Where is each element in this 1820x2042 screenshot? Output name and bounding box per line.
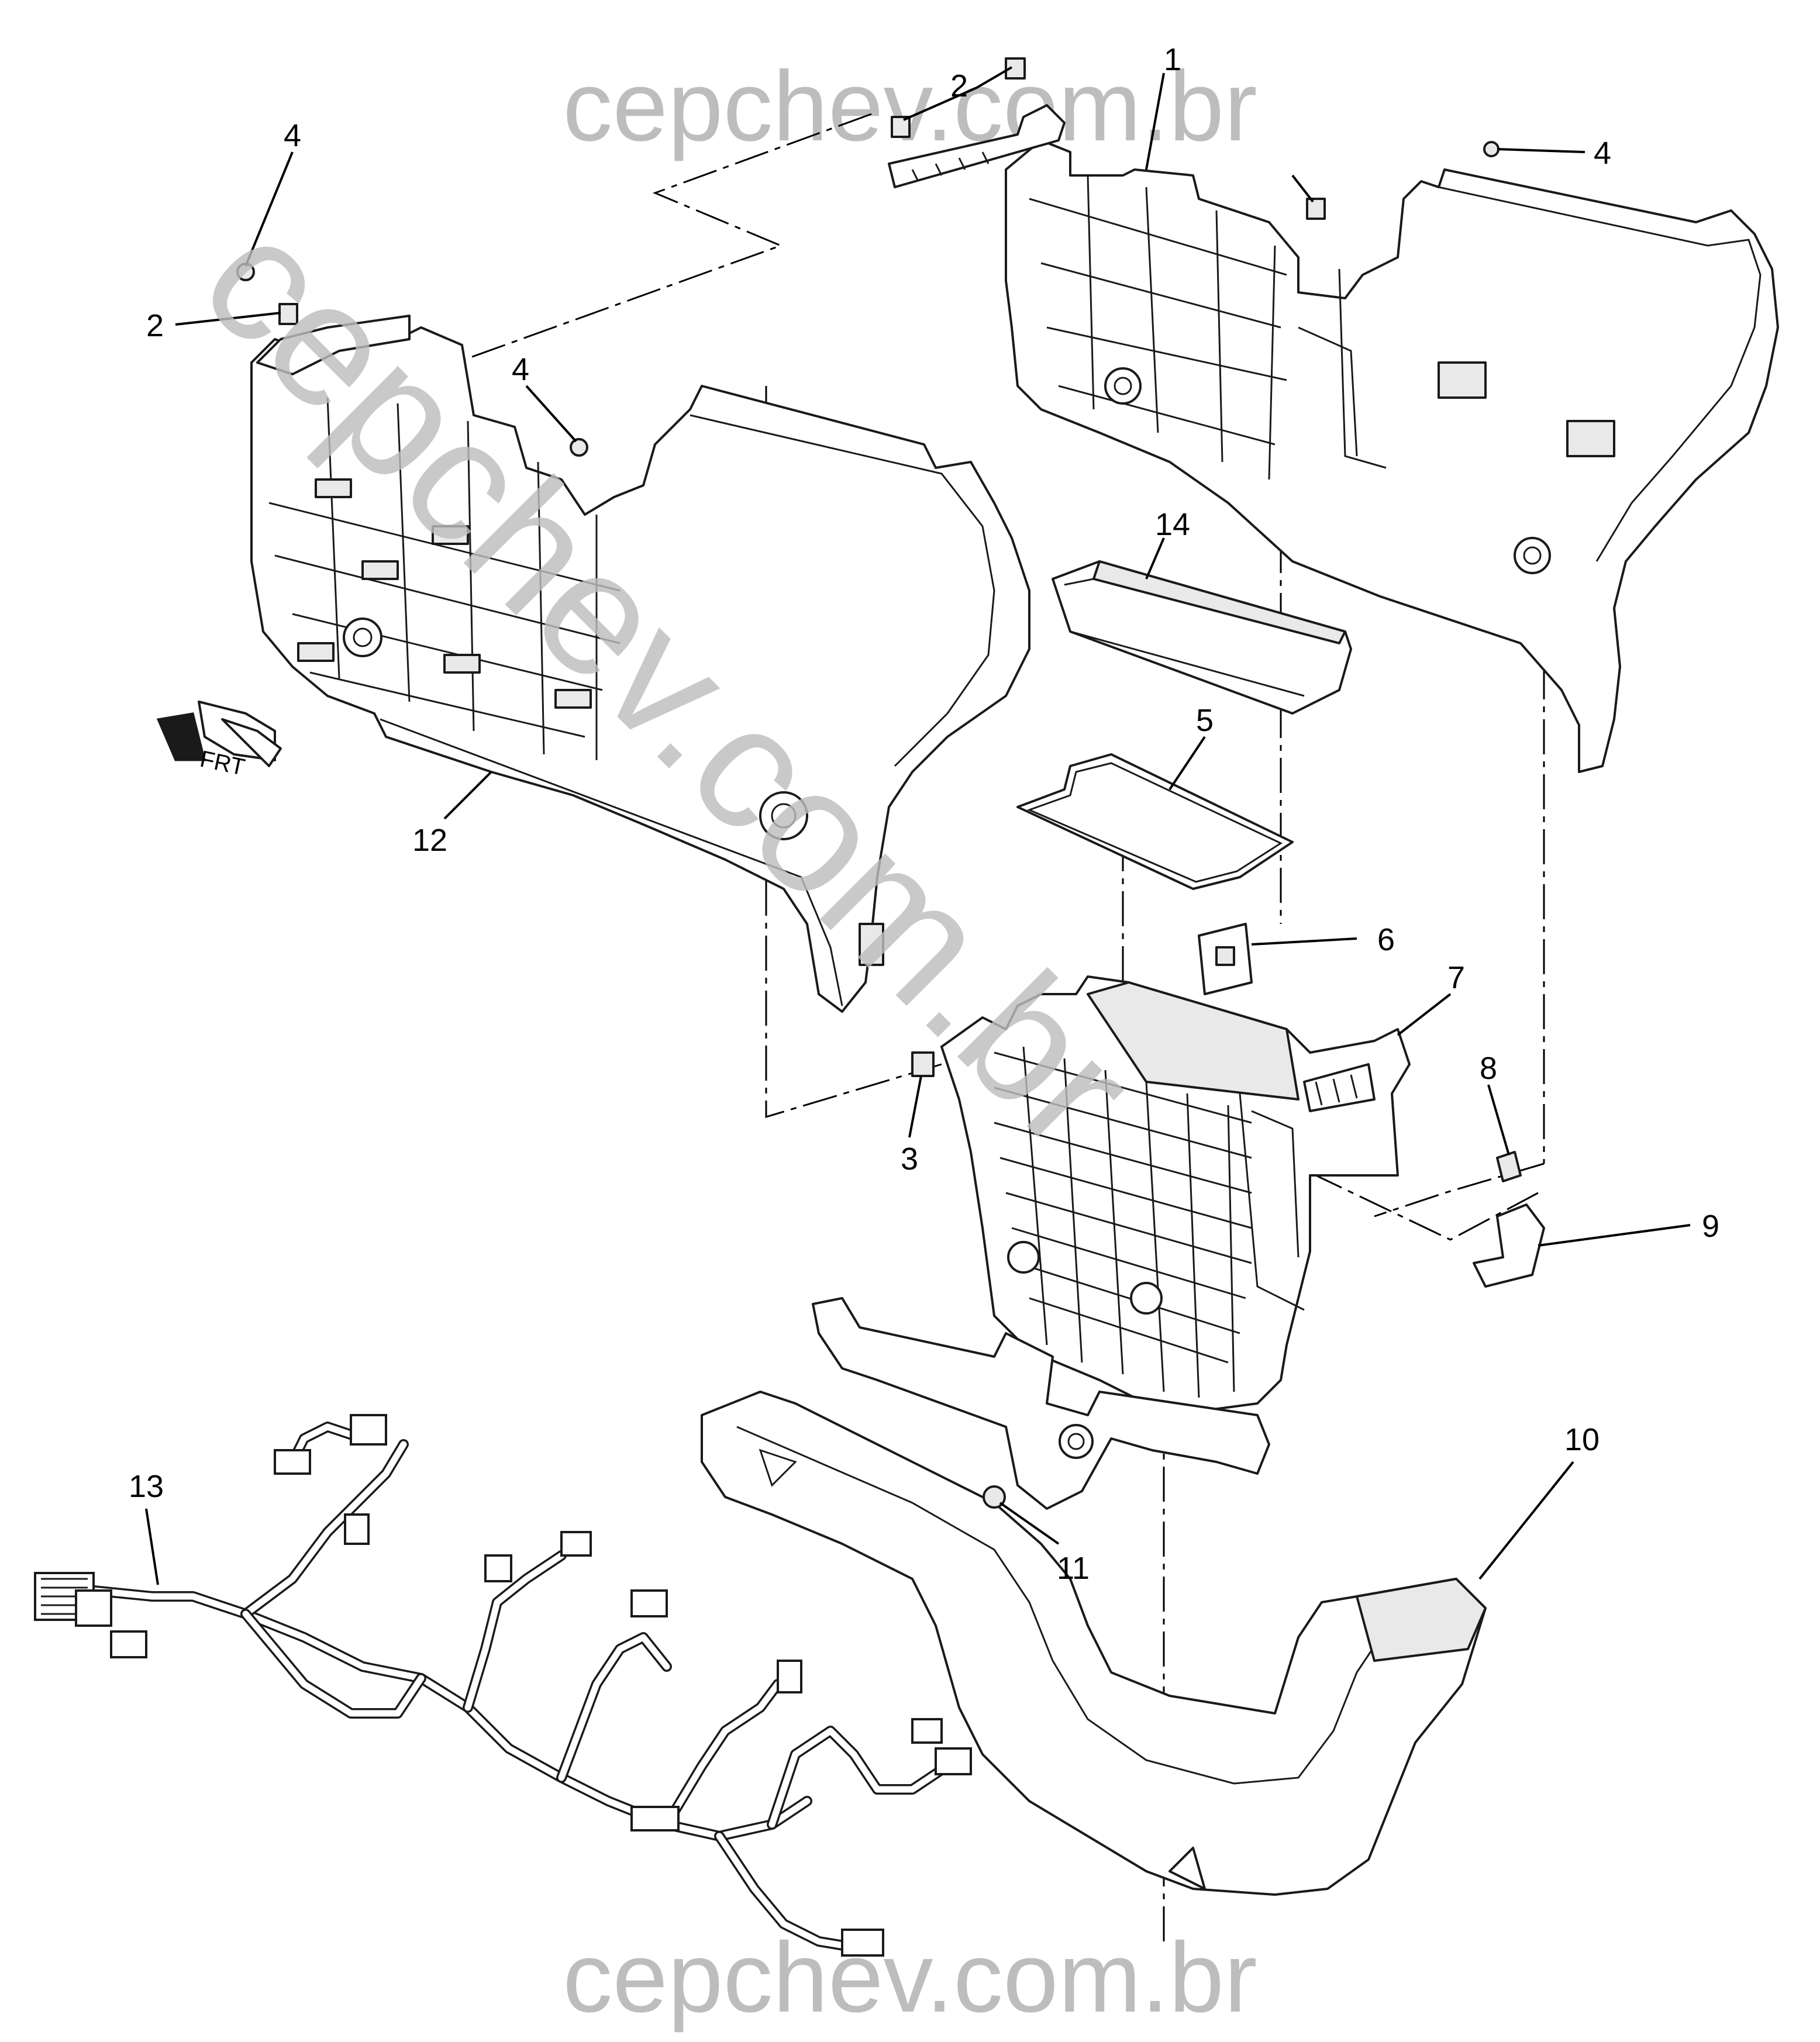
clip-2-top-a [891,116,911,138]
screw-4-right [1483,141,1500,157]
part-12-front-trim-panel [250,315,1030,1013]
harness-connector-m [911,1718,943,1744]
clip-2-right [1306,198,1326,220]
callout-6: 6 [1377,922,1395,957]
hex-grid-pattern [994,1046,1252,1398]
part-14-storage-tray [1052,560,1352,715]
harness-connector-i [630,1589,668,1617]
part-7-console-bin [812,975,1411,1510]
callout-7: 7 [1447,960,1465,995]
callout-2-top: 2 [950,68,968,104]
callout-11: 11 [1057,1551,1090,1586]
callout-13: 13 [129,1469,164,1504]
callout-leaders [145,66,1691,1585]
harness-connector-f [344,1513,370,1545]
part-1-rear-trim-panel [888,104,1779,773]
callout-3: 3 [901,1141,918,1177]
harness-connector-l [935,1747,972,1775]
harness-connector-k [841,1929,884,1957]
callout-4-right: 4 [1594,136,1611,171]
harness-connector-d [350,1414,387,1446]
callout-1: 1 [1164,42,1181,77]
callout-5: 5 [1196,703,1214,738]
part-13-wiring-harness [34,1414,972,1957]
harness-connector-h [560,1531,592,1557]
harness-connector-b [75,1589,112,1627]
harness-connector-e [274,1449,311,1475]
part-5-mat [1016,753,1294,890]
fasteners [236,57,1545,1509]
screw-4-center [570,438,588,457]
callout-4-left: 4 [284,118,301,153]
harness-connector-j [777,1660,802,1693]
callout-8: 8 [1480,1051,1497,1086]
watermark-top: cepchev.com.br [563,51,1257,162]
harness-connector-c [110,1630,147,1658]
part-6-module [1198,923,1253,995]
callout-14: 14 [1155,507,1190,542]
callout-9: 9 [1702,1209,1719,1244]
callout-10: 10 [1564,1422,1600,1457]
latch-9 [1473,1203,1545,1288]
push-pin-11 [983,1485,1006,1509]
callout-2-left: 2 [146,308,164,343]
clip-2-top-b [1005,57,1026,80]
harness-connector-n [630,1806,680,1831]
callout-4-center: 4 [512,352,529,387]
harness-connector-g [484,1554,512,1582]
callout-labels: 1 2 2 4 4 4 14 5 6 7 8 9 3 12 10 11 13 [129,42,1719,1586]
part-10-console-base [701,1391,1487,1896]
watermark-bottom: cepchev.com.br [563,1922,1257,2033]
nut-3 [911,1051,935,1077]
callout-12: 12 [412,823,447,858]
front-orientation-arrow: FRT [156,701,282,781]
